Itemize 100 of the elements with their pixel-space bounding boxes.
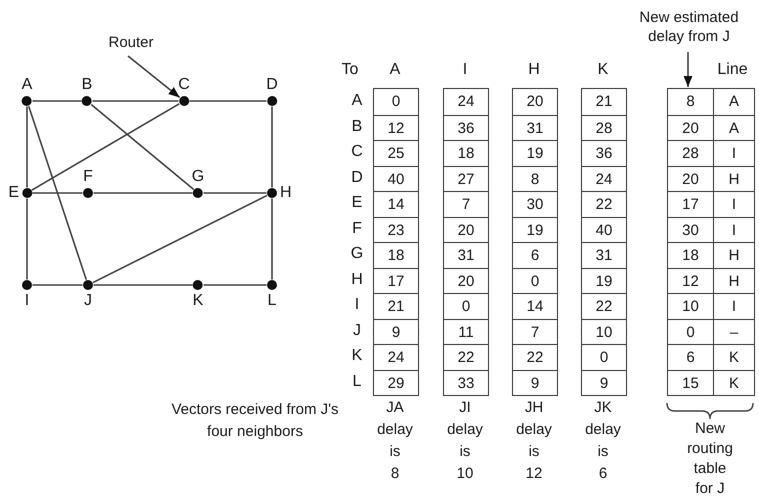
column-header: I <box>462 60 468 80</box>
table-cell: 9 <box>374 318 418 344</box>
link-line <box>31 103 180 191</box>
link-line <box>92 194 268 284</box>
column-header: H <box>527 60 541 80</box>
link-line <box>90 104 194 190</box>
table-cell: 36 <box>444 114 488 140</box>
table-cell: I <box>713 293 754 318</box>
link-line <box>204 192 266 194</box>
table-cell: 30 <box>513 191 557 216</box>
router-name: A <box>22 77 32 93</box>
router-name: E <box>8 185 19 201</box>
router-name: B <box>82 77 92 93</box>
table-cell-text: 24 <box>456 92 476 112</box>
table-cell: 23 <box>374 216 418 242</box>
table-cell: 6 <box>513 242 557 268</box>
column-header: K <box>596 60 610 80</box>
router-name: J <box>84 293 92 309</box>
pointer-arrow <box>684 52 692 87</box>
table-cell: 12 <box>374 114 418 140</box>
router-name: H <box>280 185 292 201</box>
table-cell: 22 <box>582 293 626 318</box>
table-cell: H <box>713 242 754 268</box>
routing-table <box>667 88 755 396</box>
column-header: To <box>340 60 360 80</box>
column-header: A <box>388 60 402 80</box>
table-cell: 27 <box>444 166 488 191</box>
table-cell: – <box>713 318 754 344</box>
table-cell: 17 <box>668 191 713 216</box>
link-line <box>28 106 88 280</box>
table-cell: 30 <box>668 216 713 242</box>
router-name: F <box>83 169 93 185</box>
table-cell: 20 <box>444 268 488 293</box>
table-cell: 19 <box>513 216 557 242</box>
table-cell: 31 <box>444 242 488 268</box>
row-label: L <box>352 372 362 392</box>
table-cell: 25 <box>374 140 418 166</box>
row-label: B <box>350 116 364 136</box>
table-cell: 14 <box>513 293 557 318</box>
row-label: H <box>350 270 364 290</box>
router-name: C <box>178 77 190 93</box>
table-cell: 0 <box>582 344 626 370</box>
table-cell: 28 <box>668 140 713 166</box>
table-cell: 15 <box>668 370 713 395</box>
table-cell: 20 <box>668 166 713 191</box>
table-cell: H <box>713 166 754 191</box>
table-cell: A <box>713 114 754 140</box>
router-name: I <box>24 293 30 309</box>
link-line <box>190 100 266 102</box>
table-cell: 0 <box>444 293 488 318</box>
table-cell: 36 <box>582 140 626 166</box>
table-cell: 7 <box>444 191 488 216</box>
table-cell: 22 <box>513 344 557 370</box>
table-cell: 40 <box>582 216 626 242</box>
link-line <box>271 198 273 280</box>
link-line <box>26 106 28 188</box>
table-cell: 7 <box>513 318 557 344</box>
table-cell: K <box>713 370 754 395</box>
row-label: C <box>350 142 364 162</box>
table-cell: 14 <box>374 191 418 216</box>
table-cell: 6 <box>668 344 713 370</box>
delay-note: JH delay is 12 <box>515 398 553 484</box>
link-line <box>271 106 273 188</box>
row-label: J <box>352 320 362 340</box>
table-cell: 18 <box>668 242 713 268</box>
table-cell: I <box>713 191 754 216</box>
table-cell: 0 <box>668 318 713 344</box>
table-cell: 10 <box>582 318 626 344</box>
row-label: A <box>350 91 364 111</box>
row-label: E <box>350 193 364 213</box>
table-cell: 24 <box>374 344 418 370</box>
table-cell: 24 <box>582 166 626 191</box>
table-cell: 21 <box>374 293 418 318</box>
row-label: K <box>350 346 364 366</box>
row-label: F <box>351 218 363 238</box>
caption-text: New routing table for J <box>686 419 734 499</box>
table-cell: 31 <box>582 242 626 268</box>
router-name: K <box>192 293 204 309</box>
table-cell: 22 <box>582 191 626 216</box>
table-cell: 12 <box>668 268 713 293</box>
table-cell: 9 <box>582 370 626 395</box>
router-name: G <box>192 169 204 185</box>
table-cell: 0 <box>513 268 557 293</box>
table-cell: I <box>713 216 754 242</box>
table-cell: 18 <box>374 242 418 268</box>
table-cell-text: 20 <box>526 92 544 112</box>
row-label: D <box>350 168 364 188</box>
link-line <box>94 192 192 194</box>
table-cell: 10 <box>668 293 713 318</box>
delay-note: JK delay is 6 <box>584 398 622 484</box>
link-line <box>92 100 178 102</box>
table-cell: A <box>713 89 754 114</box>
link-line <box>32 192 82 194</box>
table-cell-text: 0 <box>390 92 402 112</box>
delay-note: JA delay is 8 <box>376 398 414 484</box>
table-cell: 9 <box>513 370 557 395</box>
table-cell: 29 <box>374 370 418 395</box>
table-cell: 19 <box>513 140 557 166</box>
table-cell: 17 <box>374 268 418 293</box>
table-cell: 31 <box>513 114 557 140</box>
